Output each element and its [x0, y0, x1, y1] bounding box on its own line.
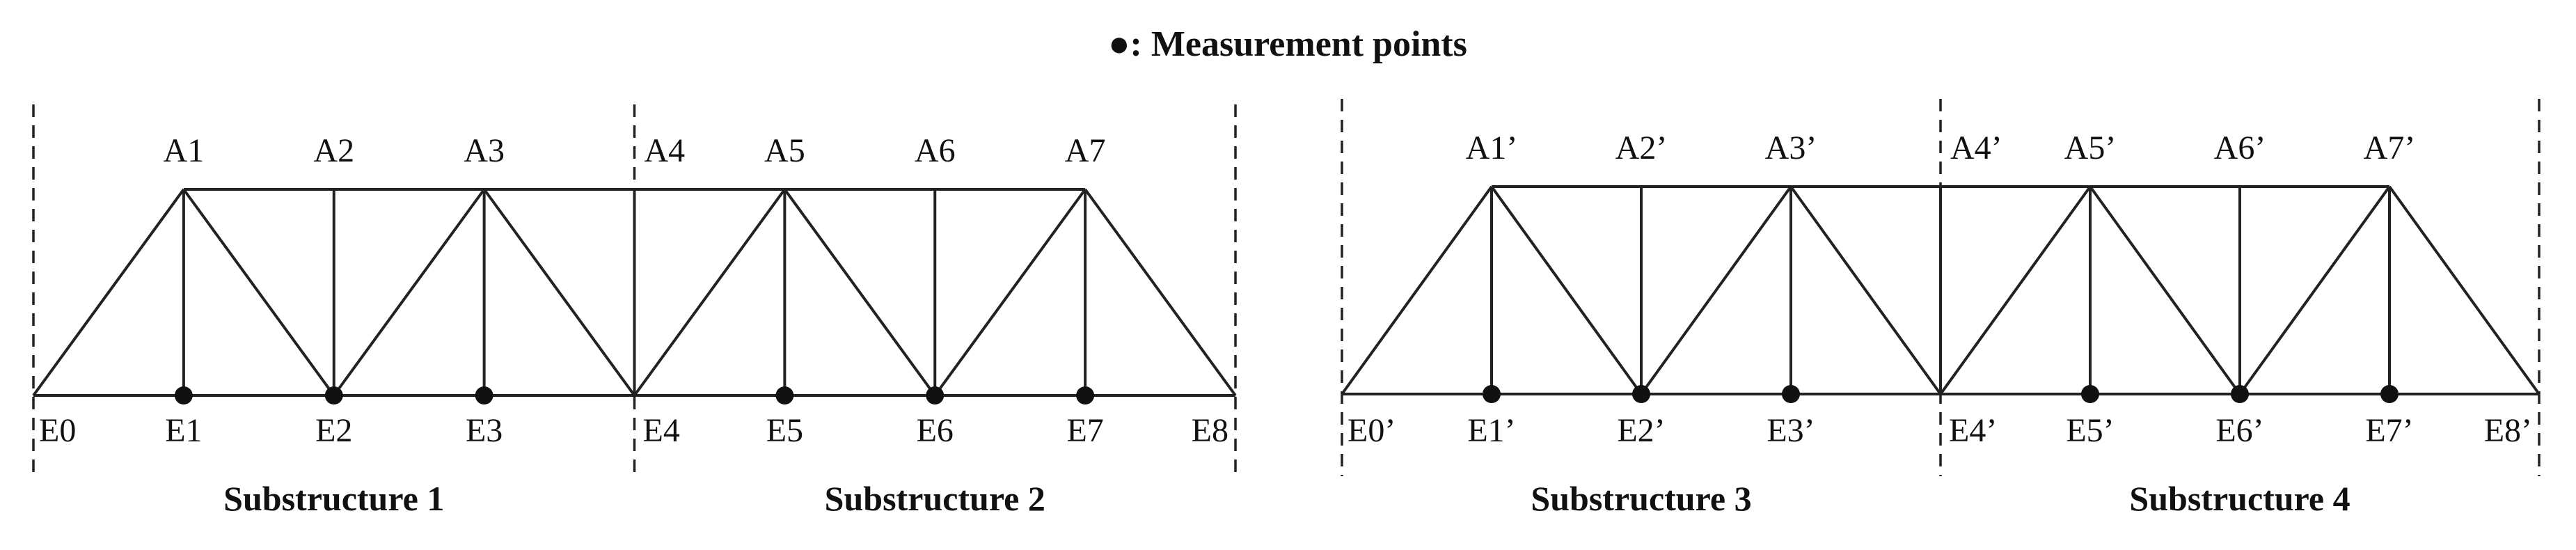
node-label-top: A7’ — [2364, 129, 2416, 166]
substructure-caption: Substructure 3 — [1531, 479, 1751, 518]
node-label-top: A2’ — [1615, 129, 1668, 166]
node-label-bottom: E6’ — [2215, 412, 2263, 449]
node-label-top: A5’ — [2064, 129, 2117, 166]
substructure-caption: Substructure 4 — [2129, 479, 2350, 518]
node-label-bottom: E0 — [39, 412, 76, 449]
node-label-bottom: E4 — [643, 412, 680, 449]
node-label-bottom: E2 — [315, 412, 352, 449]
diagonal-member — [32, 188, 185, 397]
diagonal-member — [2089, 185, 2241, 395]
node-label-bottom: E7’ — [2365, 412, 2413, 449]
diagonal-member — [1341, 185, 1493, 395]
diagonal-member — [1939, 185, 2092, 395]
diagonal-member — [783, 188, 936, 397]
node-label-bottom: E5 — [766, 412, 803, 449]
node-label-bottom: E8’ — [2484, 412, 2532, 449]
diagonal-member — [182, 188, 335, 397]
measurement-point — [926, 386, 945, 404]
diagonal-member — [1789, 185, 1942, 395]
node-label-bottom: E2’ — [1617, 412, 1665, 449]
measurement-point — [1483, 385, 1501, 403]
diagonal-member — [633, 188, 786, 397]
measurement-point — [1782, 385, 1800, 403]
node-label-top: A3 — [464, 132, 505, 169]
diagonal-member — [933, 188, 1086, 397]
node-label-bottom: E8 — [1192, 412, 1228, 449]
node-label-bottom: E1’ — [1467, 412, 1515, 449]
measurement-point — [1632, 385, 1650, 403]
measurement-point — [2081, 385, 2099, 403]
node-label-bottom: E6 — [917, 412, 954, 449]
node-label-top: A7 — [1065, 132, 1106, 169]
node-label-bottom: E5’ — [2066, 412, 2114, 449]
diagonal-member — [483, 188, 636, 397]
diagonal-member — [1490, 185, 1643, 395]
node-label-top: A1 — [164, 132, 205, 169]
measurement-point — [324, 386, 343, 404]
truss-2: A1’ A2’ A3’ A4’ A5’ A6’ A7’ E0’ E1’ E2’ E3’ E4’ E5’ E… — [1341, 99, 2541, 518]
node-label-bottom: E4’ — [1949, 412, 1997, 449]
diagonal-member — [333, 188, 486, 397]
node-label-top: A1’ — [1466, 129, 1518, 166]
figure-title: ●: Measurement points — [1108, 24, 1467, 64]
diagonal-member — [2238, 185, 2391, 395]
diagonal-member — [1084, 188, 1237, 397]
node-label-top: A4 — [645, 132, 686, 169]
node-label-top: A2 — [313, 132, 354, 169]
measurement-point — [174, 386, 193, 404]
measurement-point — [475, 386, 493, 404]
node-label-bottom: E1 — [165, 412, 202, 449]
node-label-bottom: E3’ — [1767, 412, 1815, 449]
measurement-point — [1076, 386, 1095, 404]
node-label-top: A5 — [764, 132, 805, 169]
node-label-top: A6 — [915, 132, 956, 169]
node-label-bottom: E3 — [466, 412, 503, 449]
node-label-top: A3’ — [1765, 129, 1817, 166]
measurement-point — [2380, 385, 2399, 403]
measurement-point — [2231, 385, 2249, 403]
diagonal-member — [2388, 185, 2541, 395]
substructure-caption: Substructure 2 — [825, 479, 1045, 518]
node-label-bottom: E0’ — [1348, 412, 1396, 449]
substructure-caption: Substructure 1 — [223, 479, 444, 518]
diagonal-member — [1640, 185, 1792, 395]
measurement-point — [775, 386, 794, 404]
node-label-top: A4’ — [1950, 129, 2002, 166]
node-label-bottom: E7 — [1066, 412, 1103, 449]
node-label-top: A6’ — [2214, 129, 2266, 166]
